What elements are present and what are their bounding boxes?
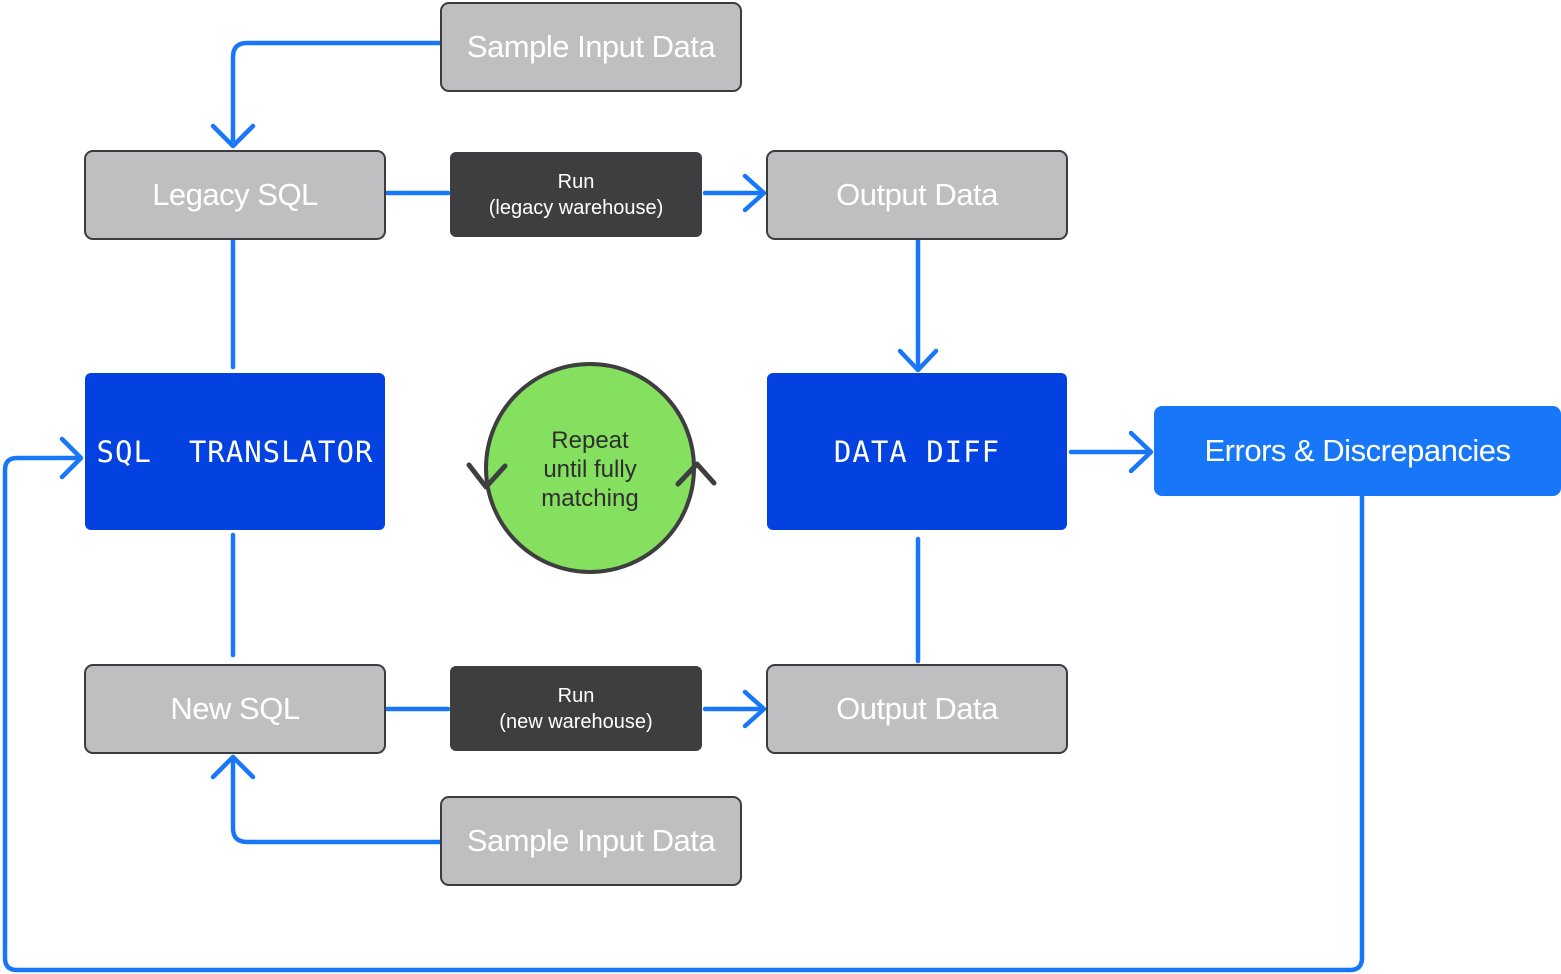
sample-input-top-label: Sample Input Data — [466, 29, 716, 64]
loop-label: Repeat until fully matching — [500, 426, 680, 513]
sample-input-bottom-label: Sample Input Data — [466, 823, 716, 858]
new-sql-label: New SQL — [170, 691, 300, 726]
connector-sample-to-new — [230, 757, 443, 845]
errors-discrepancies-label: Errors & Discrepancies — [1204, 433, 1511, 468]
run-new-node: Run (new warehouse) — [450, 666, 702, 751]
legacy-sql-label: Legacy SQL — [152, 177, 318, 212]
arrowhead-legacy-in — [210, 123, 256, 149]
data-diff-label: DATA DIFF — [833, 434, 1001, 469]
sql-translator-label: SQL TRANSLATOR — [96, 434, 374, 469]
arrowhead-output-bottom-in — [742, 689, 767, 729]
run-new-line2: (new warehouse) — [499, 710, 653, 733]
sample-input-top: Sample Input Data — [440, 2, 742, 92]
connector-feedback-loop — [2, 455, 1365, 973]
errors-discrepancies-node: Errors & Discrepancies — [1154, 406, 1561, 496]
arrowhead-errors-in — [1128, 430, 1154, 474]
loop-circle — [466, 362, 717, 574]
loop-label-line2: until fully — [543, 456, 637, 483]
sample-input-bottom: Sample Input Data — [440, 796, 742, 886]
loop-arrow-right-icon — [675, 461, 717, 487]
arrowhead-output-top-in — [742, 173, 767, 213]
output-data-top-label: Output Data — [836, 177, 998, 212]
run-legacy-line1: Run — [557, 170, 595, 193]
loop-arrow-left-icon — [466, 462, 508, 490]
sql-translator-node: SQL TRANSLATOR — [85, 373, 385, 530]
arrowhead-new-sql-in — [210, 754, 256, 780]
connector-sample-to-legacy — [230, 40, 443, 143]
run-legacy-line2: (legacy warehouse) — [488, 196, 664, 219]
run-legacy-node: Run (legacy warehouse) — [450, 152, 702, 237]
output-data-bottom-node: Output Data — [766, 664, 1068, 754]
new-sql-node: New SQL — [84, 664, 386, 754]
run-new-line1: Run — [557, 684, 595, 707]
arrowhead-diff-in — [897, 348, 939, 373]
output-data-top-node: Output Data — [766, 150, 1068, 240]
loop-label-line1: Repeat — [551, 427, 629, 454]
output-data-bottom-label: Output Data — [836, 691, 998, 726]
loop-label-line3: matching — [541, 485, 639, 512]
legacy-sql-node: Legacy SQL — [84, 150, 386, 240]
data-diff-node: DATA DIFF — [767, 373, 1067, 530]
arrowhead-translator-in — [59, 436, 84, 480]
